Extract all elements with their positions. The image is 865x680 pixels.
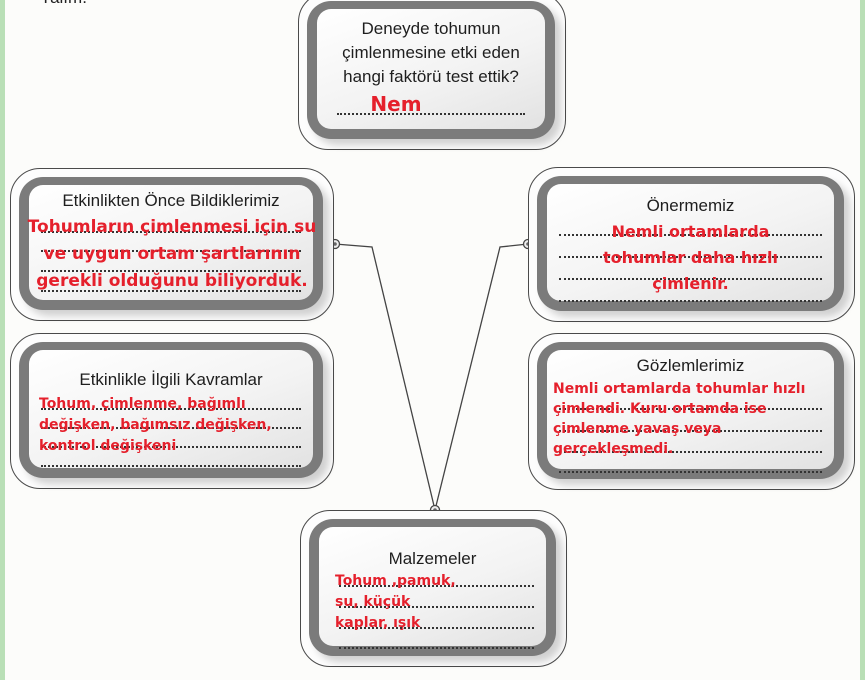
materials-answer[interactable]: Tohum ,pamuk, su, küçük kaplar, ışık [335, 573, 456, 631]
question-title: Deneyde tohumun çimlenmesine etki eden h… [342, 19, 520, 86]
connector-dot-left-center [333, 242, 337, 246]
prior-knowledge-box: Etkinlikten Önce Bildiklerimiz Tohumları… [10, 168, 334, 321]
observations-title: Gözlemlerimiz [636, 356, 745, 375]
right-edge-strip [860, 0, 865, 680]
prior-knowledge-answer[interactable]: Tohumların çimlenmesi için su ve uygun o… [27, 217, 317, 291]
hypothesis-box: Önermemiz Nemli ortamlarda tohumlar daha… [528, 167, 855, 322]
observations-answer[interactable]: Nemli ortamlarda tohumlar hızlı çimlendi… [553, 381, 806, 457]
left-edge-strip [0, 0, 5, 680]
question-box: Deneyde tohumun çimlenmesine etki eden h… [298, 0, 566, 150]
concepts-answer[interactable]: Tohum, çimlenme, bağımlı değişken, bağım… [39, 396, 272, 454]
concepts-box: Etkinlikle İlgili Kavramlar Tohum, çimle… [10, 333, 334, 489]
observations-box: Gözlemlerimiz Nemli ortamlarda tohumlar … [528, 333, 855, 490]
connector-right [434, 243, 529, 511]
prior-knowledge-title: Etkinlikten Önce Bildiklerimiz [62, 191, 280, 210]
question-answer[interactable]: Nem [370, 92, 422, 116]
materials-title: Malzemeler [388, 549, 477, 568]
concepts-title: Etkinlikle İlgili Kavramlar [79, 370, 263, 389]
materials-box: Malzemeler Tohum ,pamuk, su, küçük kapla… [300, 510, 567, 667]
hypothesis-answer[interactable]: Nemli ortamlarda tohumlar daha hızlı çim… [603, 222, 778, 293]
connector-left [334, 243, 436, 511]
cut-off-text: Yalım. [40, 0, 87, 8]
answer-line [337, 113, 525, 115]
hypothesis-title: Önermemiz [646, 196, 735, 215]
